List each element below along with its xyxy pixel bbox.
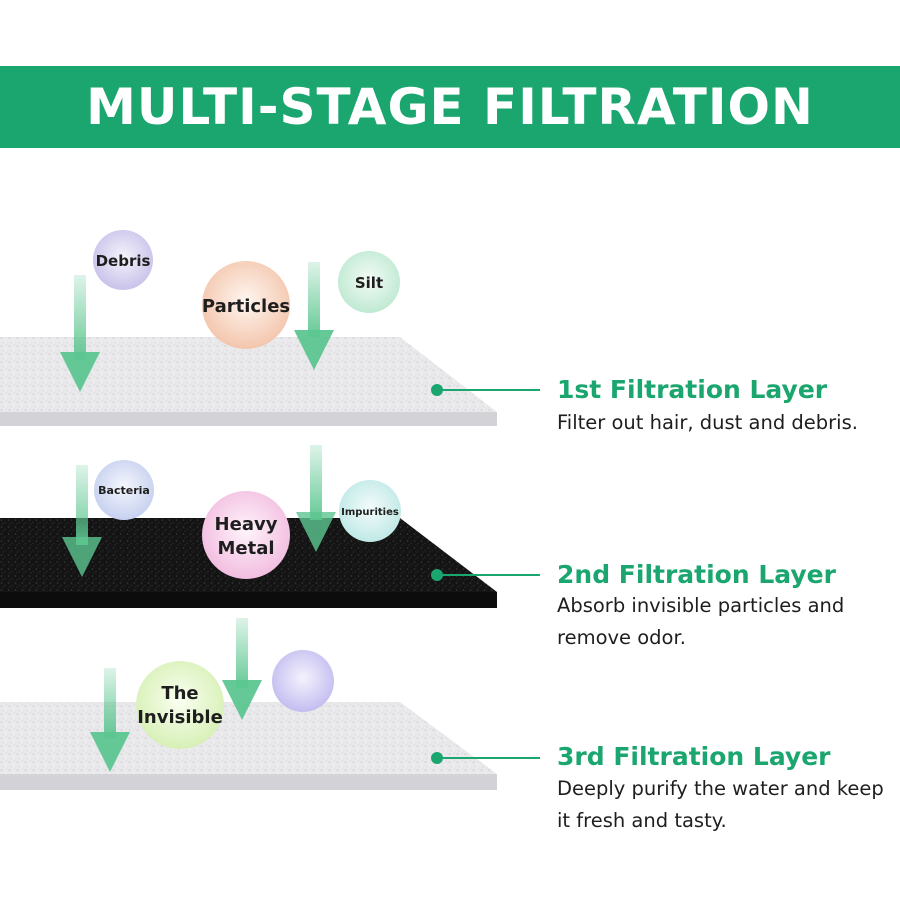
impurities-label: Impurities xyxy=(341,507,399,518)
bacteria-label: Bacteria xyxy=(98,484,150,497)
impurities-bubble: Impurities xyxy=(339,480,401,542)
second-layer-title: 2nd Filtration Layer xyxy=(557,560,836,589)
particles-bubble: Particles xyxy=(202,261,290,349)
heavy-metal-label-line2: Metal xyxy=(217,538,274,559)
first-layer-title: 1st Filtration Layer xyxy=(557,375,828,404)
invisible-label-line2: Invisible xyxy=(137,707,223,728)
flow-arrow xyxy=(294,262,334,370)
silt-bubble: Silt xyxy=(338,251,400,313)
third-layer-title: 3rd Filtration Layer xyxy=(557,742,831,771)
second-layer-callout xyxy=(431,569,540,581)
title-banner: MULTI-STAGE FILTRATION xyxy=(0,66,900,148)
invisible-label-line1: The xyxy=(161,683,198,704)
debris-label: Debris xyxy=(96,252,151,270)
silt-label: Silt xyxy=(355,274,383,292)
flow-arrow xyxy=(60,275,100,392)
unlabeled-particle-bubble xyxy=(272,650,334,712)
flow-arrow xyxy=(296,445,336,552)
first-layer-callout xyxy=(431,384,540,396)
third-layer-callout xyxy=(431,752,540,764)
second-layer-description: Absorb invisible particles and remove od… xyxy=(557,594,845,649)
flow-arrow xyxy=(222,618,262,720)
heavy-metal-label-line1: Heavy xyxy=(215,514,278,535)
first-filter-layer xyxy=(0,337,497,426)
flow-arrow xyxy=(62,465,102,577)
debris-bubble: Debris xyxy=(93,230,153,290)
heavy-metal-bubble: Heavy Metal xyxy=(202,491,290,579)
invisible-bubble: The Invisible xyxy=(136,661,224,749)
third-layer-description: Deeply purify the water and keep it fres… xyxy=(557,777,884,832)
third-filter-layer xyxy=(0,702,497,790)
first-layer-description: Filter out hair, dust and debris. xyxy=(557,411,858,434)
particles-label: Particles xyxy=(202,296,290,317)
page-title: MULTI-STAGE FILTRATION xyxy=(86,78,814,136)
bacteria-bubble: Bacteria xyxy=(94,460,154,520)
flow-arrow xyxy=(90,668,130,772)
